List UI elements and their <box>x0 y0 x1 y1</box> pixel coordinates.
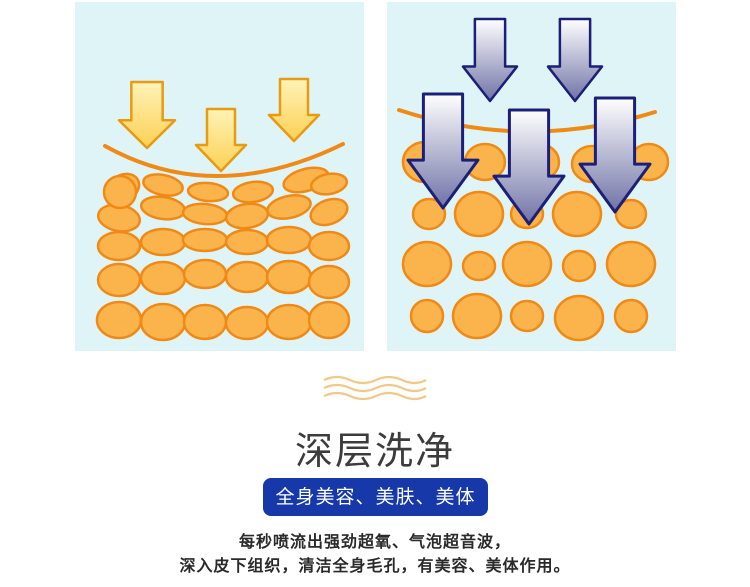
skin-cell <box>266 194 312 220</box>
down-arrow-icon <box>546 17 604 103</box>
skin-cell <box>224 228 270 256</box>
wave-divider-icon <box>323 375 427 401</box>
skin-cell <box>102 174 138 210</box>
skin-cell <box>186 181 230 203</box>
down-arrow-icon <box>194 107 248 173</box>
skin-cell <box>265 225 313 255</box>
skin-cell <box>139 227 187 257</box>
skin-cell <box>451 292 503 340</box>
skin-cell <box>307 230 351 262</box>
page-title: 深层洗净 <box>294 429 455 473</box>
description-line-1: 每秒喷流出强劲超氧、气泡超音波， <box>238 532 511 551</box>
skin-cell <box>613 298 649 334</box>
skin-cell <box>605 240 657 288</box>
skin-cell <box>95 300 143 340</box>
skin-cell <box>401 240 453 288</box>
skin-cell <box>409 298 445 334</box>
skin-cell <box>501 240 553 288</box>
skin-cell <box>553 294 605 342</box>
skin-cell <box>309 197 349 227</box>
skin-cell <box>614 198 648 230</box>
skin-cell <box>139 260 187 296</box>
description-line-2: 深入皮下组织，清洁全身毛孔，有美容、美体作用。 <box>179 556 571 575</box>
down-arrow-icon <box>117 80 177 150</box>
down-arrow-icon <box>492 108 566 226</box>
skin-cell <box>142 173 184 197</box>
skin-cell <box>307 300 351 340</box>
skin-cell <box>509 299 545 333</box>
surface-cleansing-graphic <box>95 77 351 342</box>
down-arrow-icon <box>461 17 519 103</box>
down-arrow-icon <box>267 77 321 143</box>
skin-cell <box>182 258 228 290</box>
skin-cell <box>224 305 270 341</box>
skin-cell <box>551 190 603 238</box>
skin-cell <box>139 195 187 221</box>
skin-cell <box>181 202 229 226</box>
skin-cell <box>265 303 313 341</box>
benefit-badge: 全身美容、美肤、美体 <box>263 478 488 516</box>
skin-cell <box>453 190 505 238</box>
skin-cell <box>461 250 497 282</box>
skin-cell <box>411 197 447 231</box>
skin-cell <box>224 260 270 294</box>
skin-cell <box>307 264 351 300</box>
skin-surface-line <box>103 142 345 178</box>
skin-cell <box>309 172 349 196</box>
deep-cleansing-graphic <box>397 17 670 342</box>
skin-cell <box>561 249 597 283</box>
deep-cleansing-illustration <box>387 2 676 351</box>
skin-cell <box>182 303 228 341</box>
skin-cell <box>139 302 187 342</box>
skin-cell <box>231 180 275 204</box>
down-arrow-icon <box>578 96 652 214</box>
down-arrow-icon <box>406 92 480 210</box>
skin-cell <box>224 202 270 230</box>
skin-cell <box>265 259 313 295</box>
skin-cell <box>181 227 229 253</box>
surface-cleansing-illustration <box>75 2 364 351</box>
skin-cell <box>96 230 142 262</box>
skin-cell <box>96 262 142 298</box>
